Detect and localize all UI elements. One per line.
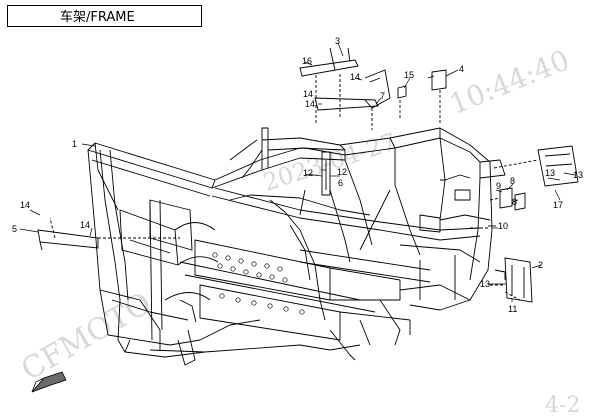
callout-13a: 13 xyxy=(545,168,555,178)
callout-8a: 8 xyxy=(510,176,515,186)
callout-14d: 14 xyxy=(350,72,360,82)
callout-16: 16 xyxy=(302,56,312,66)
callout-5: 5 xyxy=(12,224,17,234)
callout-1: 1 xyxy=(72,139,77,149)
leader-lines xyxy=(19,42,576,302)
callout-10: 10 xyxy=(498,221,508,231)
front-direction-arrow xyxy=(31,371,67,393)
watermark-suffix: 4-2 xyxy=(545,393,580,418)
part-17-panel xyxy=(537,145,579,187)
callout-13c: 13 xyxy=(573,170,583,180)
watermark-brand: CFMOTO xyxy=(16,286,158,388)
callout-12b: 12 xyxy=(303,168,313,178)
callout-9: 9 xyxy=(496,181,501,191)
callout-12a: 12 xyxy=(337,167,347,177)
callout-3: 3 xyxy=(335,36,340,46)
callout-4: 4 xyxy=(459,64,464,74)
callout-14a: 14 xyxy=(20,200,30,210)
callout-8b: 8 xyxy=(512,197,517,207)
part-7-bracket xyxy=(364,69,391,109)
callout-labels: 1 2 3 4 5 6 7 8 8 9 10 11 12 12 13 13 13… xyxy=(12,36,583,314)
callout-14b: 14 xyxy=(80,220,90,230)
title-box xyxy=(7,5,202,27)
callout-13b: 13 xyxy=(480,279,490,289)
diagram-title: 车架/FRAME xyxy=(60,10,135,25)
watermark-time: 10:44:40 xyxy=(445,43,574,121)
callout-17: 17 xyxy=(553,200,563,210)
callout-14e: 14 xyxy=(303,89,313,99)
callout-15: 15 xyxy=(404,70,414,80)
callout-11: 11 xyxy=(508,304,517,314)
callout-2: 2 xyxy=(538,260,543,270)
callout-6: 6 xyxy=(338,178,343,188)
callout-14c: 14 xyxy=(305,99,315,109)
part-4-mount xyxy=(431,69,447,91)
frame-drawing xyxy=(87,127,506,366)
callout-7: 7 xyxy=(380,91,385,101)
watermark-layer: CFMOTO 10:44:40 2023-04-27 4-2 xyxy=(16,43,581,418)
part-5-bracket xyxy=(37,229,99,249)
part-2-plate xyxy=(504,257,533,303)
exploded-parts xyxy=(37,47,579,303)
part-16-bracket xyxy=(299,59,359,77)
